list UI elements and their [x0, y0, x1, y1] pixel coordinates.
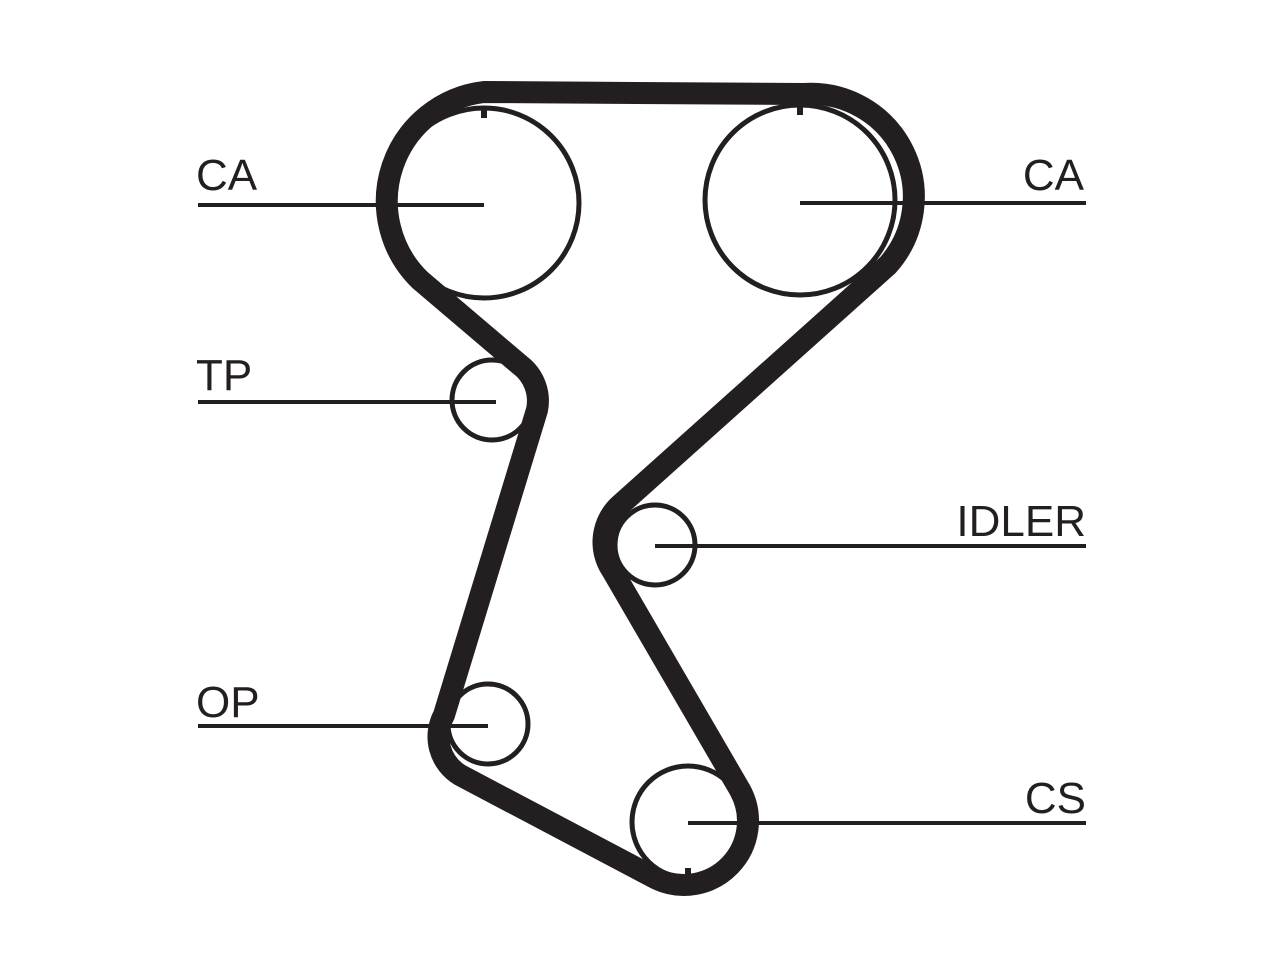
label-idler: IDLER: [956, 497, 1086, 546]
label-cs: CS: [1025, 774, 1086, 823]
label-ca-left: CA: [196, 151, 258, 200]
timing-belt: [375, 81, 925, 896]
pulley-ca-right: [702, 102, 898, 298]
label-op: OP: [196, 678, 260, 727]
label-ca-right: CA: [1023, 151, 1085, 200]
label-tp: TP: [196, 351, 252, 400]
